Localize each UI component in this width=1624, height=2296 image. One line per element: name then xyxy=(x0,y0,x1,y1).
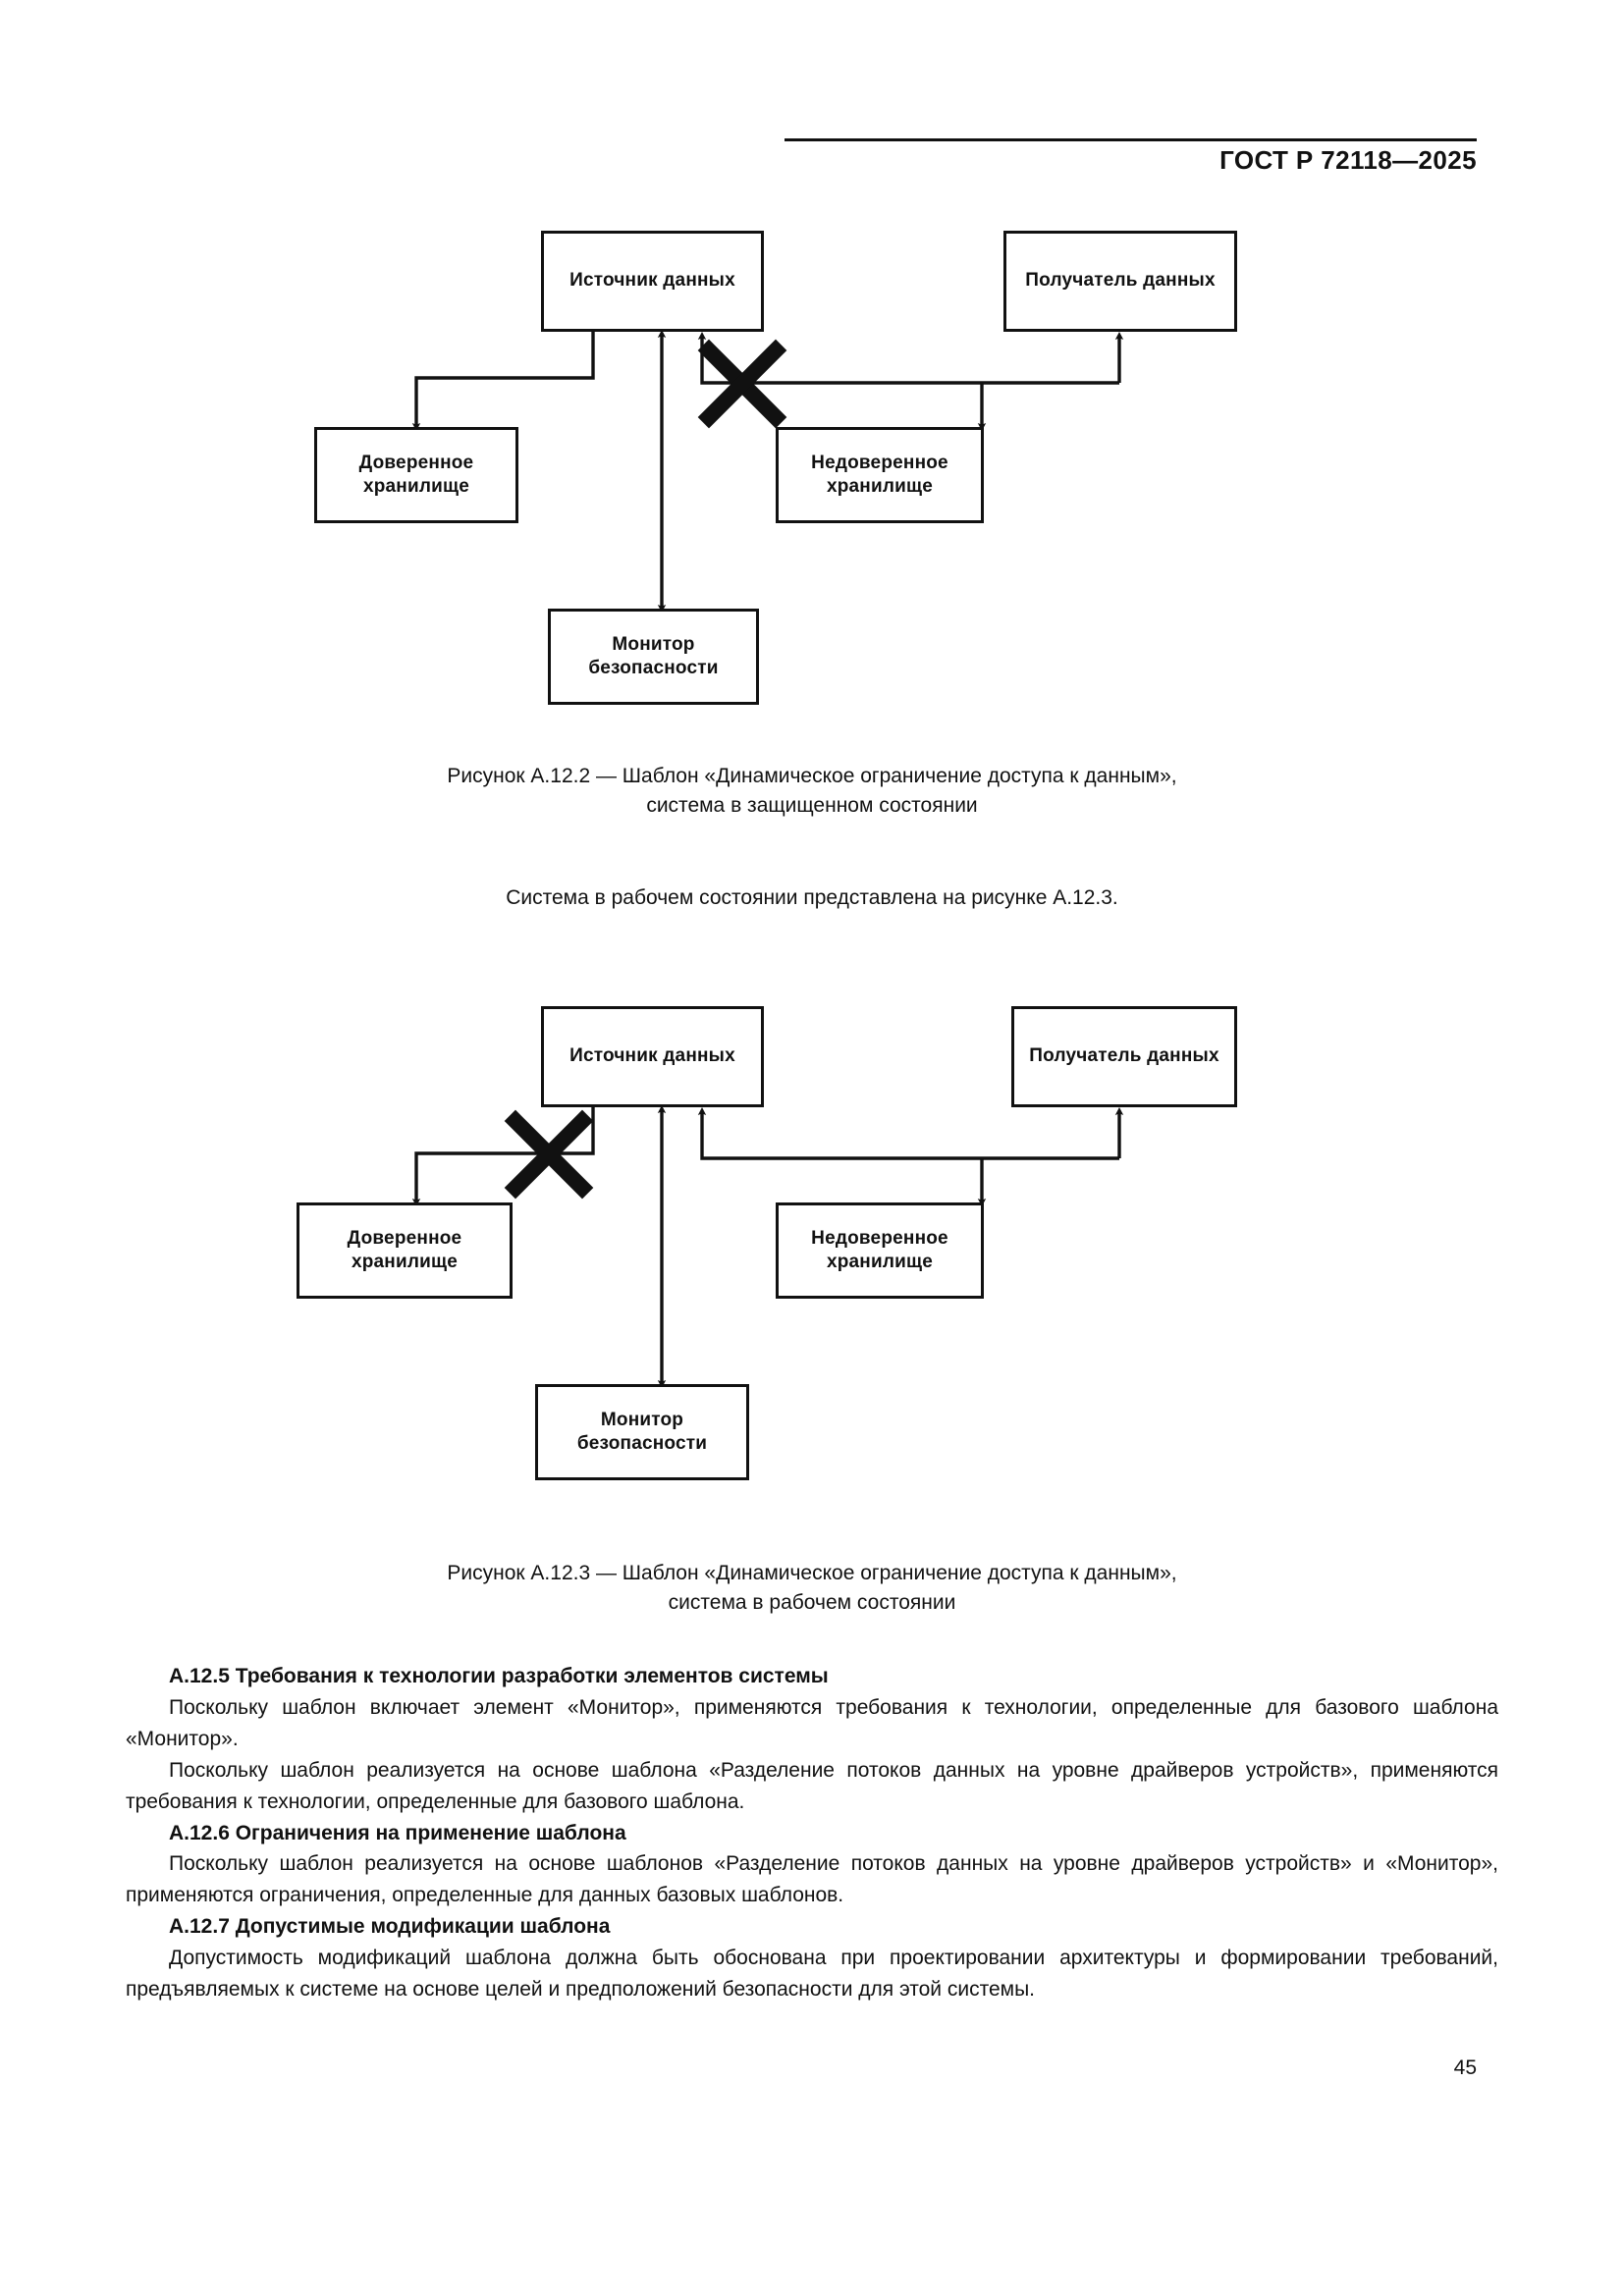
section-a-12-6-paragraph-1: Поскольку шаблон реализуется на основе ш… xyxy=(126,1852,1498,1907)
node-source: Источник данных xyxy=(541,231,764,332)
node-trusted-store-label-1: Доверенное xyxy=(347,1227,462,1249)
node-receiver: Получатель данных xyxy=(1011,1006,1237,1107)
blocked-path-x-icon xyxy=(697,339,787,429)
node-untrusted-store: Недоверенное хранилище xyxy=(776,1202,984,1299)
node-trusted-store: Доверенное хранилище xyxy=(314,427,518,523)
wire-source-to-trusted-store xyxy=(411,331,595,431)
figure-1-caption-line-1: Рисунок А.12.2 — Шаблон «Динамическое ог… xyxy=(447,765,1177,787)
section-a-12-5-paragraph-2: Поскольку шаблон реализуется на основе ш… xyxy=(126,1758,1498,1813)
node-monitor-label-1: Монитор xyxy=(600,1409,684,1430)
section-heading-a-12-6: А.12.6 Ограничения на применение шаблона xyxy=(169,1821,626,1844)
figure-1-caption: Рисунок А.12.2 — Шаблон «Динамическое ог… xyxy=(0,762,1624,822)
node-monitor-security: Монитор безопасности xyxy=(548,609,759,705)
node-receiver: Получатель данных xyxy=(1003,231,1237,332)
node-monitor-label-1: Монитор xyxy=(612,633,695,655)
standard-header: ГОСТ Р 72118—2025 xyxy=(1219,145,1477,175)
node-untrusted-store: Недоверенное хранилище xyxy=(776,427,984,523)
diagram-working-state: Источник данных Получатель данных Довере… xyxy=(0,972,1624,1522)
node-trusted-store-label-2: хранилище xyxy=(362,476,470,497)
node-receiver-label: Получатель данных xyxy=(1025,270,1216,292)
wire-source-to-trusted-store xyxy=(411,1106,595,1206)
node-trusted-store-label-1: Доверенное xyxy=(358,452,474,473)
figure-a-12-3: Источник данных Получатель данных Довере… xyxy=(0,972,1624,1522)
section-a-12-7-paragraph-1: Допустимость модификаций шаблона должна … xyxy=(126,1947,1498,2002)
wire-untrusted-bus-to-source xyxy=(697,1107,1119,1160)
section-heading-a-12-5: А.12.5 Требования к технологии разработк… xyxy=(169,1665,829,1687)
node-monitor-security: Монитор безопасности xyxy=(535,1384,749,1480)
figure-2-caption: Рисунок А.12.3 — Шаблон «Динамическое ог… xyxy=(0,1559,1624,1619)
node-source-label: Источник данных xyxy=(569,1045,735,1067)
node-trusted-store-label-2: хранилище xyxy=(351,1252,459,1272)
node-source: Источник данных xyxy=(541,1006,764,1107)
section-heading-a-12-7: А.12.7 Допустимые модификации шаблона xyxy=(169,1915,611,1939)
header-rule xyxy=(785,138,1477,141)
figure-1-caption-line-2: система в защищенном состоянии xyxy=(646,794,978,818)
figure-2-caption-line-1: Рисунок А.12.3 — Шаблон «Динамическое ог… xyxy=(447,1562,1177,1584)
node-receiver-label: Получатель данных xyxy=(1029,1045,1219,1067)
node-untrusted-store-label-1: Недоверенное xyxy=(811,1227,948,1249)
node-source-label: Источник данных xyxy=(569,270,735,292)
section-a-12-5-paragraph-1: Поскольку шаблон включает элемент «Монит… xyxy=(126,1695,1498,1750)
node-monitor-label-2: безопасности xyxy=(588,658,719,678)
body-text: А.12.5 Требования к технологии разработк… xyxy=(126,1661,1498,2005)
node-untrusted-store-label-2: хранилище xyxy=(826,476,934,497)
diagram-protected-state: Источник данных Получатель данных Довере… xyxy=(0,196,1624,746)
diagram-2-connectors xyxy=(411,1105,1124,1388)
page-number: 45 xyxy=(1453,2056,1477,2079)
figure-a-12-2: Источник данных Получатель данных Довере… xyxy=(0,196,1624,746)
interline-reference-text: Система в рабочем состоянии представлена… xyxy=(506,886,1118,909)
node-trusted-store: Доверенное хранилище xyxy=(297,1202,513,1299)
node-monitor-label-2: безопасности xyxy=(576,1433,708,1454)
node-untrusted-store-label-2: хранилище xyxy=(826,1252,934,1272)
blocked-path-x-icon xyxy=(504,1109,594,1200)
node-untrusted-store-label-1: Недоверенное xyxy=(811,452,948,473)
figure-2-caption-line-2: система в рабочем состоянии xyxy=(668,1591,956,1615)
